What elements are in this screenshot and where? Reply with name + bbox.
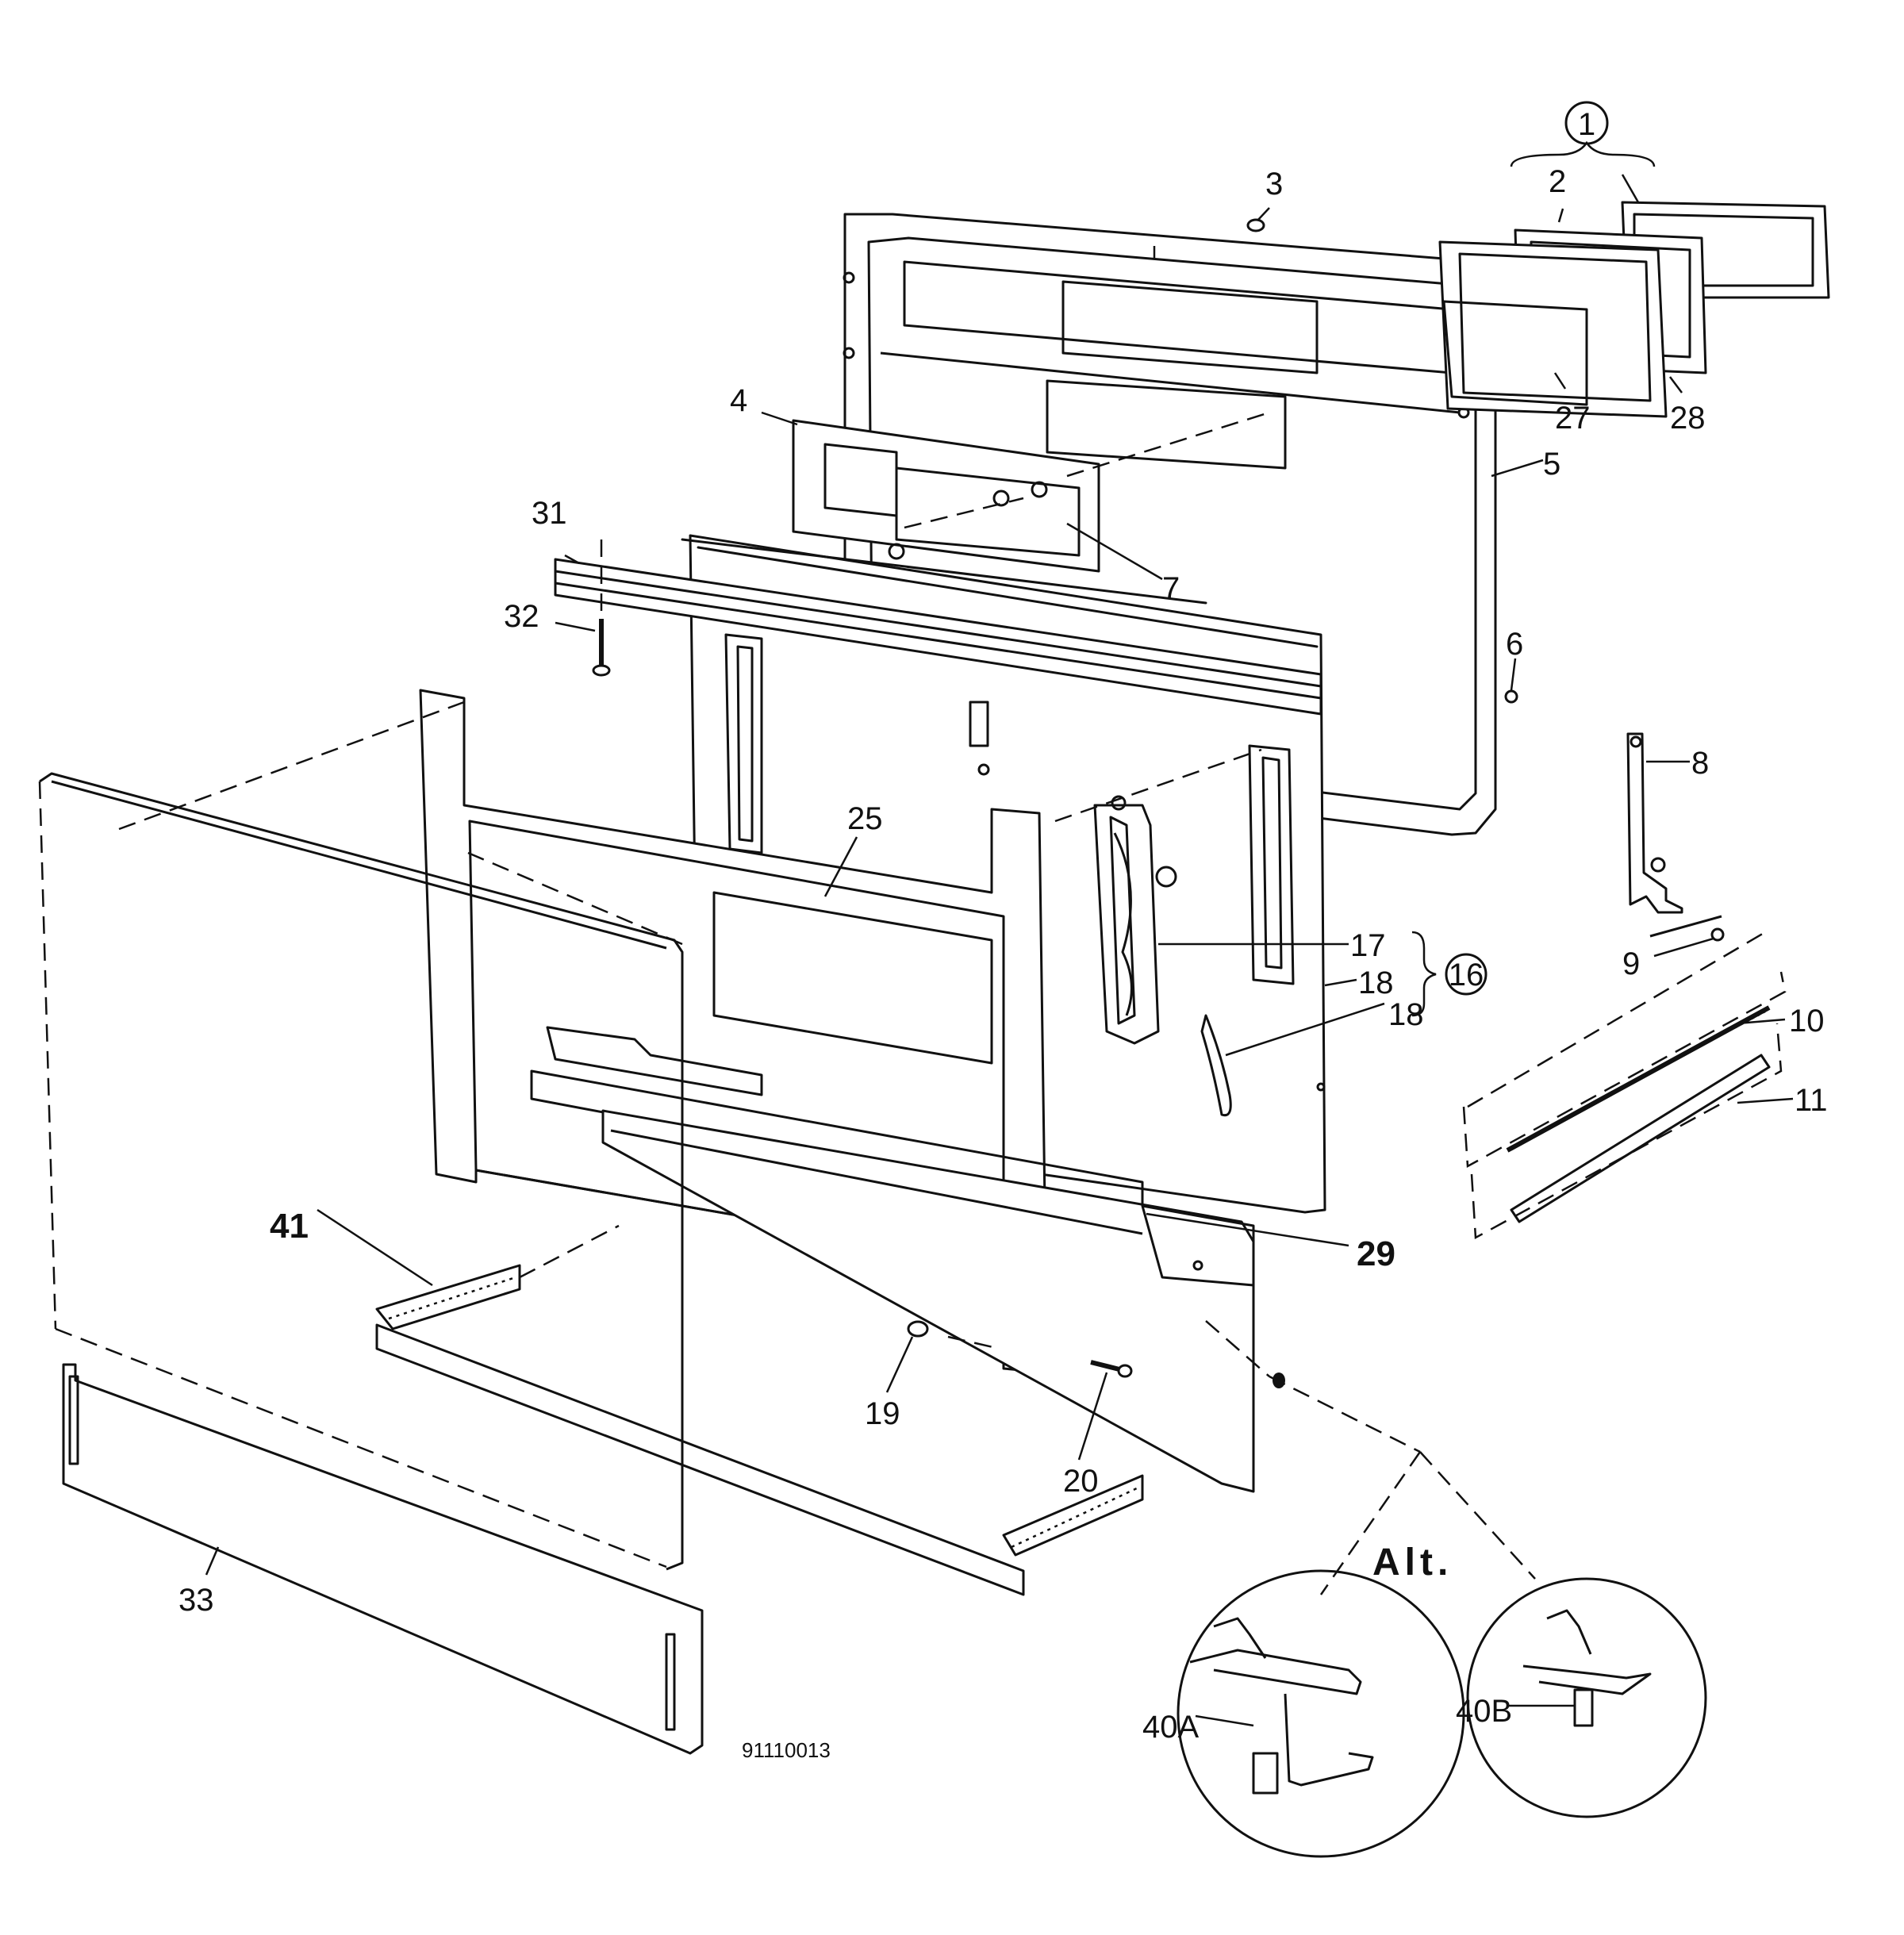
- callout-31: 31: [532, 496, 567, 531]
- callout-40b: 40B: [1456, 1694, 1512, 1729]
- callout-28: 28: [1670, 401, 1706, 436]
- bracket-part-4: [792, 419, 1100, 573]
- hinge-part-17: [1093, 795, 1177, 1045]
- detail-circle-40a: [1177, 1569, 1465, 1858]
- callout-17: 17: [1350, 928, 1386, 963]
- callout-41: 41: [270, 1207, 309, 1246]
- trim-strip-part-31: [554, 538, 1322, 716]
- glass-panel-outline: [38, 772, 684, 1571]
- screw-right-bottom: [1273, 1373, 1285, 1388]
- rod-bracket-part-8: [1626, 732, 1725, 942]
- washer-part-19: [907, 1320, 929, 1338]
- screw-part-6: [1504, 689, 1518, 704]
- callout-9: 9: [1622, 946, 1640, 981]
- handle-assembly-part-1: [1438, 201, 1830, 418]
- callout-3: 3: [1265, 167, 1283, 202]
- kickplate-part-33: [62, 1363, 704, 1755]
- callout-4: 4: [730, 383, 747, 418]
- callout-7: 7: [1162, 571, 1180, 606]
- callout-27: 27: [1555, 401, 1591, 436]
- callout-labels: 1 2 3 4 5 6 7 8 9 10 11 16 17 18 18 19 2…: [178, 101, 1828, 1762]
- callout-6: 6: [1506, 627, 1523, 662]
- callout-18-upper: 18: [1358, 966, 1394, 1000]
- callout-16: 16: [1449, 958, 1484, 992]
- callout-1: 1: [1578, 107, 1595, 142]
- callout-19: 19: [865, 1396, 900, 1431]
- callout-11: 11: [1795, 1083, 1828, 1118]
- drawing-number: 91110013: [742, 1738, 831, 1762]
- callout-29: 29: [1357, 1234, 1395, 1273]
- callout-8: 8: [1691, 746, 1709, 781]
- callout-25: 25: [847, 801, 883, 836]
- spring-part-10: [1506, 1005, 1771, 1153]
- rod-part-11: [1510, 1054, 1771, 1223]
- detail-circle-40b: [1466, 1577, 1707, 1818]
- leader-lines: [205, 174, 1794, 1727]
- bottom-channel-part-29: [601, 1109, 1255, 1493]
- clip-part-18: [1200, 1014, 1232, 1117]
- callout-33: 33: [178, 1583, 214, 1618]
- screw-part-32: [592, 539, 611, 677]
- callout-10: 10: [1789, 1004, 1825, 1039]
- callout-2: 2: [1549, 164, 1566, 199]
- callout-32: 32: [504, 599, 539, 634]
- pin-part-20: [1090, 1360, 1133, 1378]
- screw-part-3: [1246, 218, 1265, 232]
- kickplate-bracket-part-41: [375, 1264, 1144, 1596]
- callout-5: 5: [1543, 447, 1560, 482]
- callout-40a: 40A: [1142, 1710, 1199, 1745]
- callout-20: 20: [1063, 1464, 1099, 1499]
- alt-label: Alt.: [1372, 1541, 1453, 1584]
- callout-18-lower: 18: [1388, 997, 1424, 1032]
